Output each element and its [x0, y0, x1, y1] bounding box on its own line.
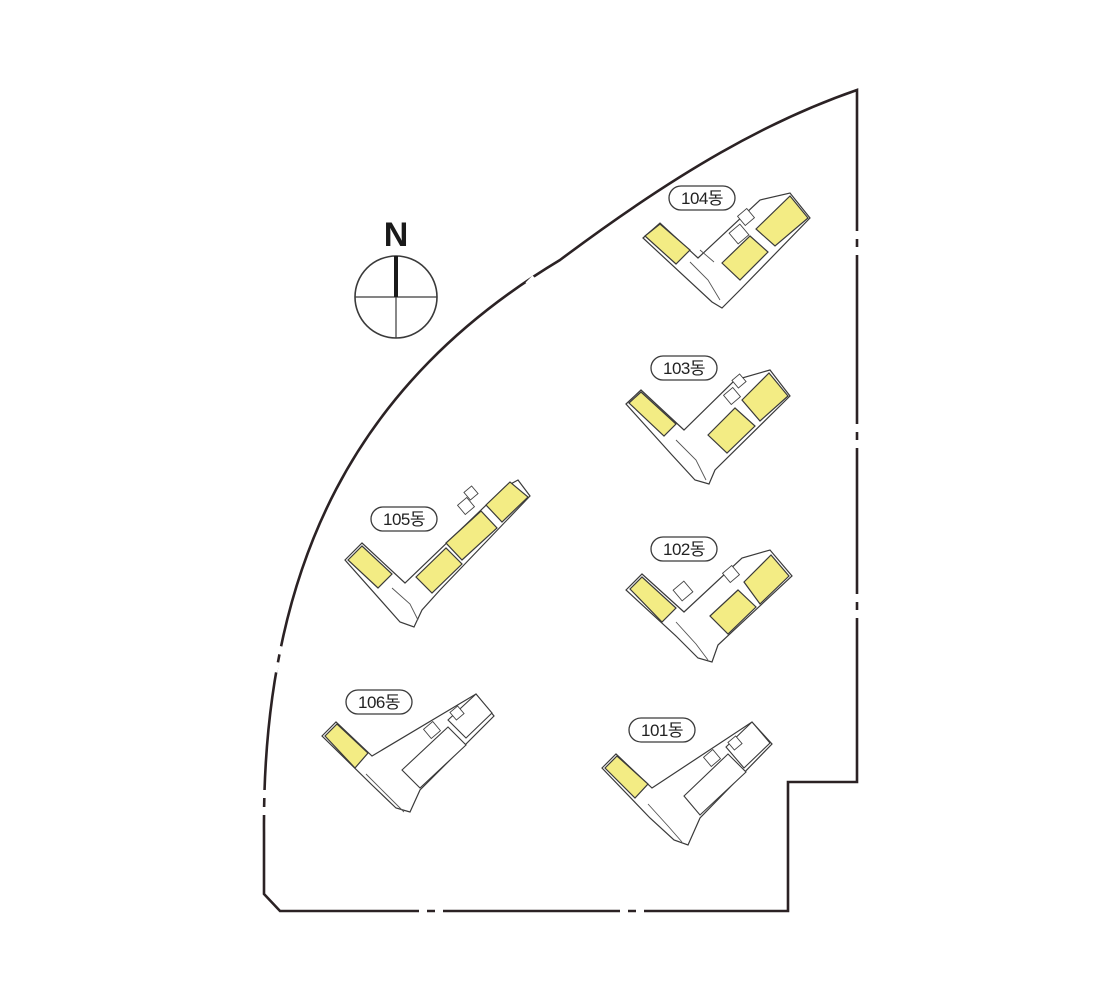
svg-text:106동: 106동 — [358, 693, 400, 712]
compass-north-label: N — [384, 216, 409, 254]
site-boundary — [260, 88, 861, 915]
building-label-104: 104동 — [668, 185, 736, 211]
building-label-101: 101동 — [628, 717, 696, 743]
building-102[interactable]: 102동 — [625, 536, 793, 663]
svg-text:101동: 101동 — [641, 721, 683, 740]
building-105[interactable]: 105동 — [344, 479, 531, 628]
building-106[interactable]: 106동 — [321, 689, 495, 813]
building-label-102: 102동 — [650, 536, 718, 562]
building-103[interactable]: 103동 — [625, 355, 791, 485]
building-101[interactable]: 101동 — [601, 717, 773, 846]
svg-text:102동: 102동 — [663, 540, 705, 559]
svg-text:103동: 103동 — [663, 359, 705, 378]
building-label-103: 103동 — [650, 355, 718, 381]
svg-text:105동: 105동 — [383, 510, 425, 529]
north-compass: N — [354, 216, 438, 339]
building-104[interactable]: 104동 — [642, 185, 811, 309]
building-label-105: 105동 — [370, 506, 438, 532]
svg-text:104동: 104동 — [681, 189, 723, 208]
building-label-106: 106동 — [345, 689, 413, 715]
